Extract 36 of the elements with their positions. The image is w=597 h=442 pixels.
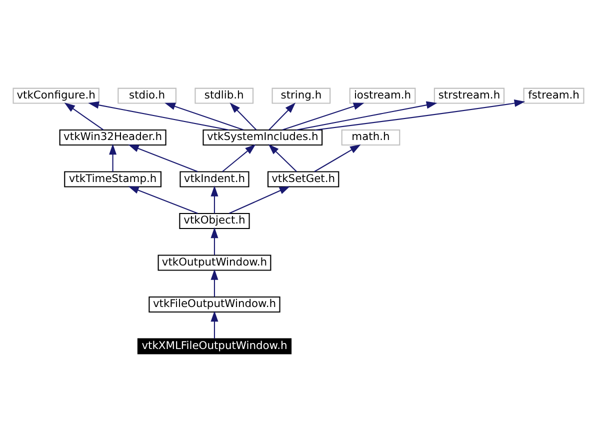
- arrow: [228, 186, 290, 214]
- arrow: [210, 269, 218, 297]
- arrow: [282, 102, 364, 130]
- node-box: math.h: [341, 130, 400, 146]
- arrow: [230, 102, 257, 130]
- arrow: [314, 144, 361, 172]
- arrow: [88, 101, 230, 131]
- node-box: string.h: [272, 88, 331, 104]
- node-box: stdio.h: [118, 88, 176, 104]
- node-box: vtkIndent.h: [180, 171, 250, 188]
- arrow: [268, 102, 296, 130]
- node-box: vtkObject.h: [179, 212, 250, 230]
- arrow: [222, 144, 256, 172]
- arrow: [210, 186, 218, 214]
- arrow: [296, 101, 438, 131]
- node-box: vtkConfigure.h: [12, 88, 100, 104]
- arrow: [128, 144, 198, 172]
- node-box: vtkOutputWindow.h: [158, 254, 272, 271]
- arrow: [164, 102, 244, 130]
- node-box: stdlib.h: [194, 88, 254, 104]
- node-box: strstream.h: [434, 88, 505, 104]
- node-box: vtkWin32Header.h: [59, 130, 166, 146]
- node-box: vtkXMLFileOutputWindow.h: [137, 338, 292, 354]
- arrow: [109, 144, 117, 172]
- arrow: [210, 227, 218, 256]
- node-box: iostream.h: [349, 88, 416, 104]
- node-box: vtkSetGet.h: [267, 171, 340, 188]
- arrow: [268, 144, 297, 172]
- node-box: fstream.h: [523, 88, 584, 104]
- arrow: [128, 186, 198, 214]
- node-box: vtkFileOutputWindow.h: [148, 296, 280, 313]
- node-box: vtkSystemIncludes.h: [202, 130, 323, 146]
- arrow: [64, 102, 104, 130]
- node-box: vtkTimeStamp.h: [64, 171, 162, 188]
- arrow: [315, 100, 526, 130]
- arrow: [210, 310, 218, 339]
